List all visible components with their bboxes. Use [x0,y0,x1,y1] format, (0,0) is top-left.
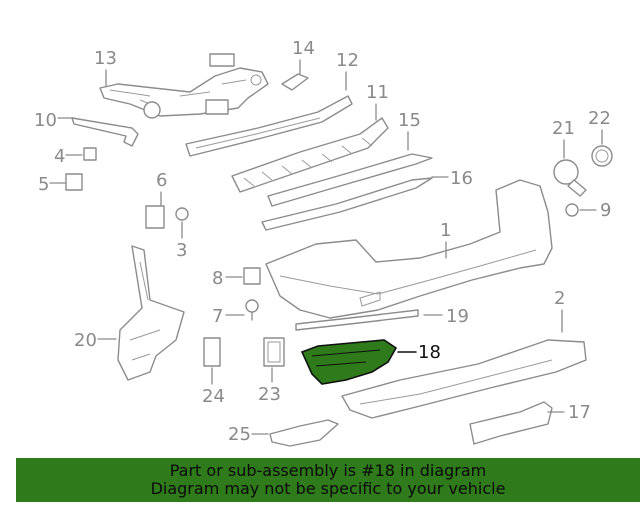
part-1-fascia [265,179,553,319]
label-8: 8 [212,268,223,289]
callout-16: 16 [431,168,473,189]
label-9: 9 [600,200,611,221]
part-6-clip [145,205,165,229]
label-16: 16 [450,168,473,189]
part-17-plate [469,401,553,445]
part-4-clip [83,147,97,161]
part-5-clip [65,173,83,191]
notice-line-2: Diagram may not be specific to your vehi… [150,479,506,498]
label-22: 22 [588,108,611,129]
part-8-nut [243,267,261,285]
callout-2: 2 [554,288,565,333]
label-20: 20 [74,330,97,351]
label-4: 4 [54,146,65,167]
callout-15: 15 [398,110,421,151]
part-15-strip [267,153,433,207]
part-12-beam [185,95,353,157]
label-13: 13 [94,48,117,69]
label-23: 23 [258,384,281,405]
callout-6: 6 [156,170,167,207]
label-19: 19 [446,306,469,327]
part-13-hitch [99,53,269,119]
callout-25: 25 [228,424,269,445]
callout-13: 13 [94,48,117,87]
diagram-canvas: 13 14 12 10 11 4 15 5 16 6 22 21 [34,38,613,447]
callout-9: 9 [579,200,611,221]
label-11: 11 [366,82,389,103]
callout-11: 11 [366,82,389,121]
label-3: 3 [176,240,187,261]
label-25: 25 [228,424,251,445]
callout-17: 17 [547,402,591,423]
callout-14: 14 [292,38,315,75]
part-18-bracket [300,339,398,385]
part-10-bracket [71,117,139,147]
notice-line-1: Part or sub-assembly is #18 in diagram [169,461,487,480]
part-23-gasket [263,337,285,367]
callout-10: 10 [34,110,75,131]
callout-19: 19 [423,306,469,327]
label-12: 12 [336,50,359,71]
callout-1: 1 [440,220,451,259]
label-15: 15 [398,110,421,131]
notice-banner: Part or sub-assembly is #18 in diagram D… [16,458,640,502]
callout-22: 22 [588,108,611,145]
part-2-valance [341,339,587,419]
callout-20: 20 [74,330,117,351]
label-10: 10 [34,110,57,131]
part-19-strip [295,309,419,331]
callout-7: 7 [212,306,245,327]
part-25-reflector [269,419,339,447]
part-3-bolt [175,207,189,221]
callout-21: 21 [552,118,575,159]
label-5: 5 [38,174,49,195]
label-21: 21 [552,118,575,139]
callout-5: 5 [38,174,67,195]
callout-4: 4 [54,146,83,167]
label-7: 7 [212,306,223,327]
part-24-bracket [203,337,221,367]
label-24: 24 [202,386,225,407]
label-14: 14 [292,38,315,59]
part-20-bracket [117,245,185,381]
label-17: 17 [568,402,591,423]
part-16-strip [261,177,433,231]
label-2: 2 [554,288,565,309]
part-7-screw [245,299,259,321]
part-22-ring [591,145,613,167]
callout-18: 18 [397,342,441,363]
callout-23: 23 [258,367,281,405]
callout-3: 3 [176,221,187,261]
part-14-clip [281,73,309,91]
callout-24: 24 [202,367,225,407]
part-21-sensor [553,159,587,197]
part-11-absorber [231,117,389,193]
label-6: 6 [156,170,167,191]
label-18: 18 [418,342,441,363]
part-9-clip [565,203,579,217]
label-1: 1 [440,220,451,241]
callout-12: 12 [336,50,359,91]
callout-8: 8 [212,268,243,289]
